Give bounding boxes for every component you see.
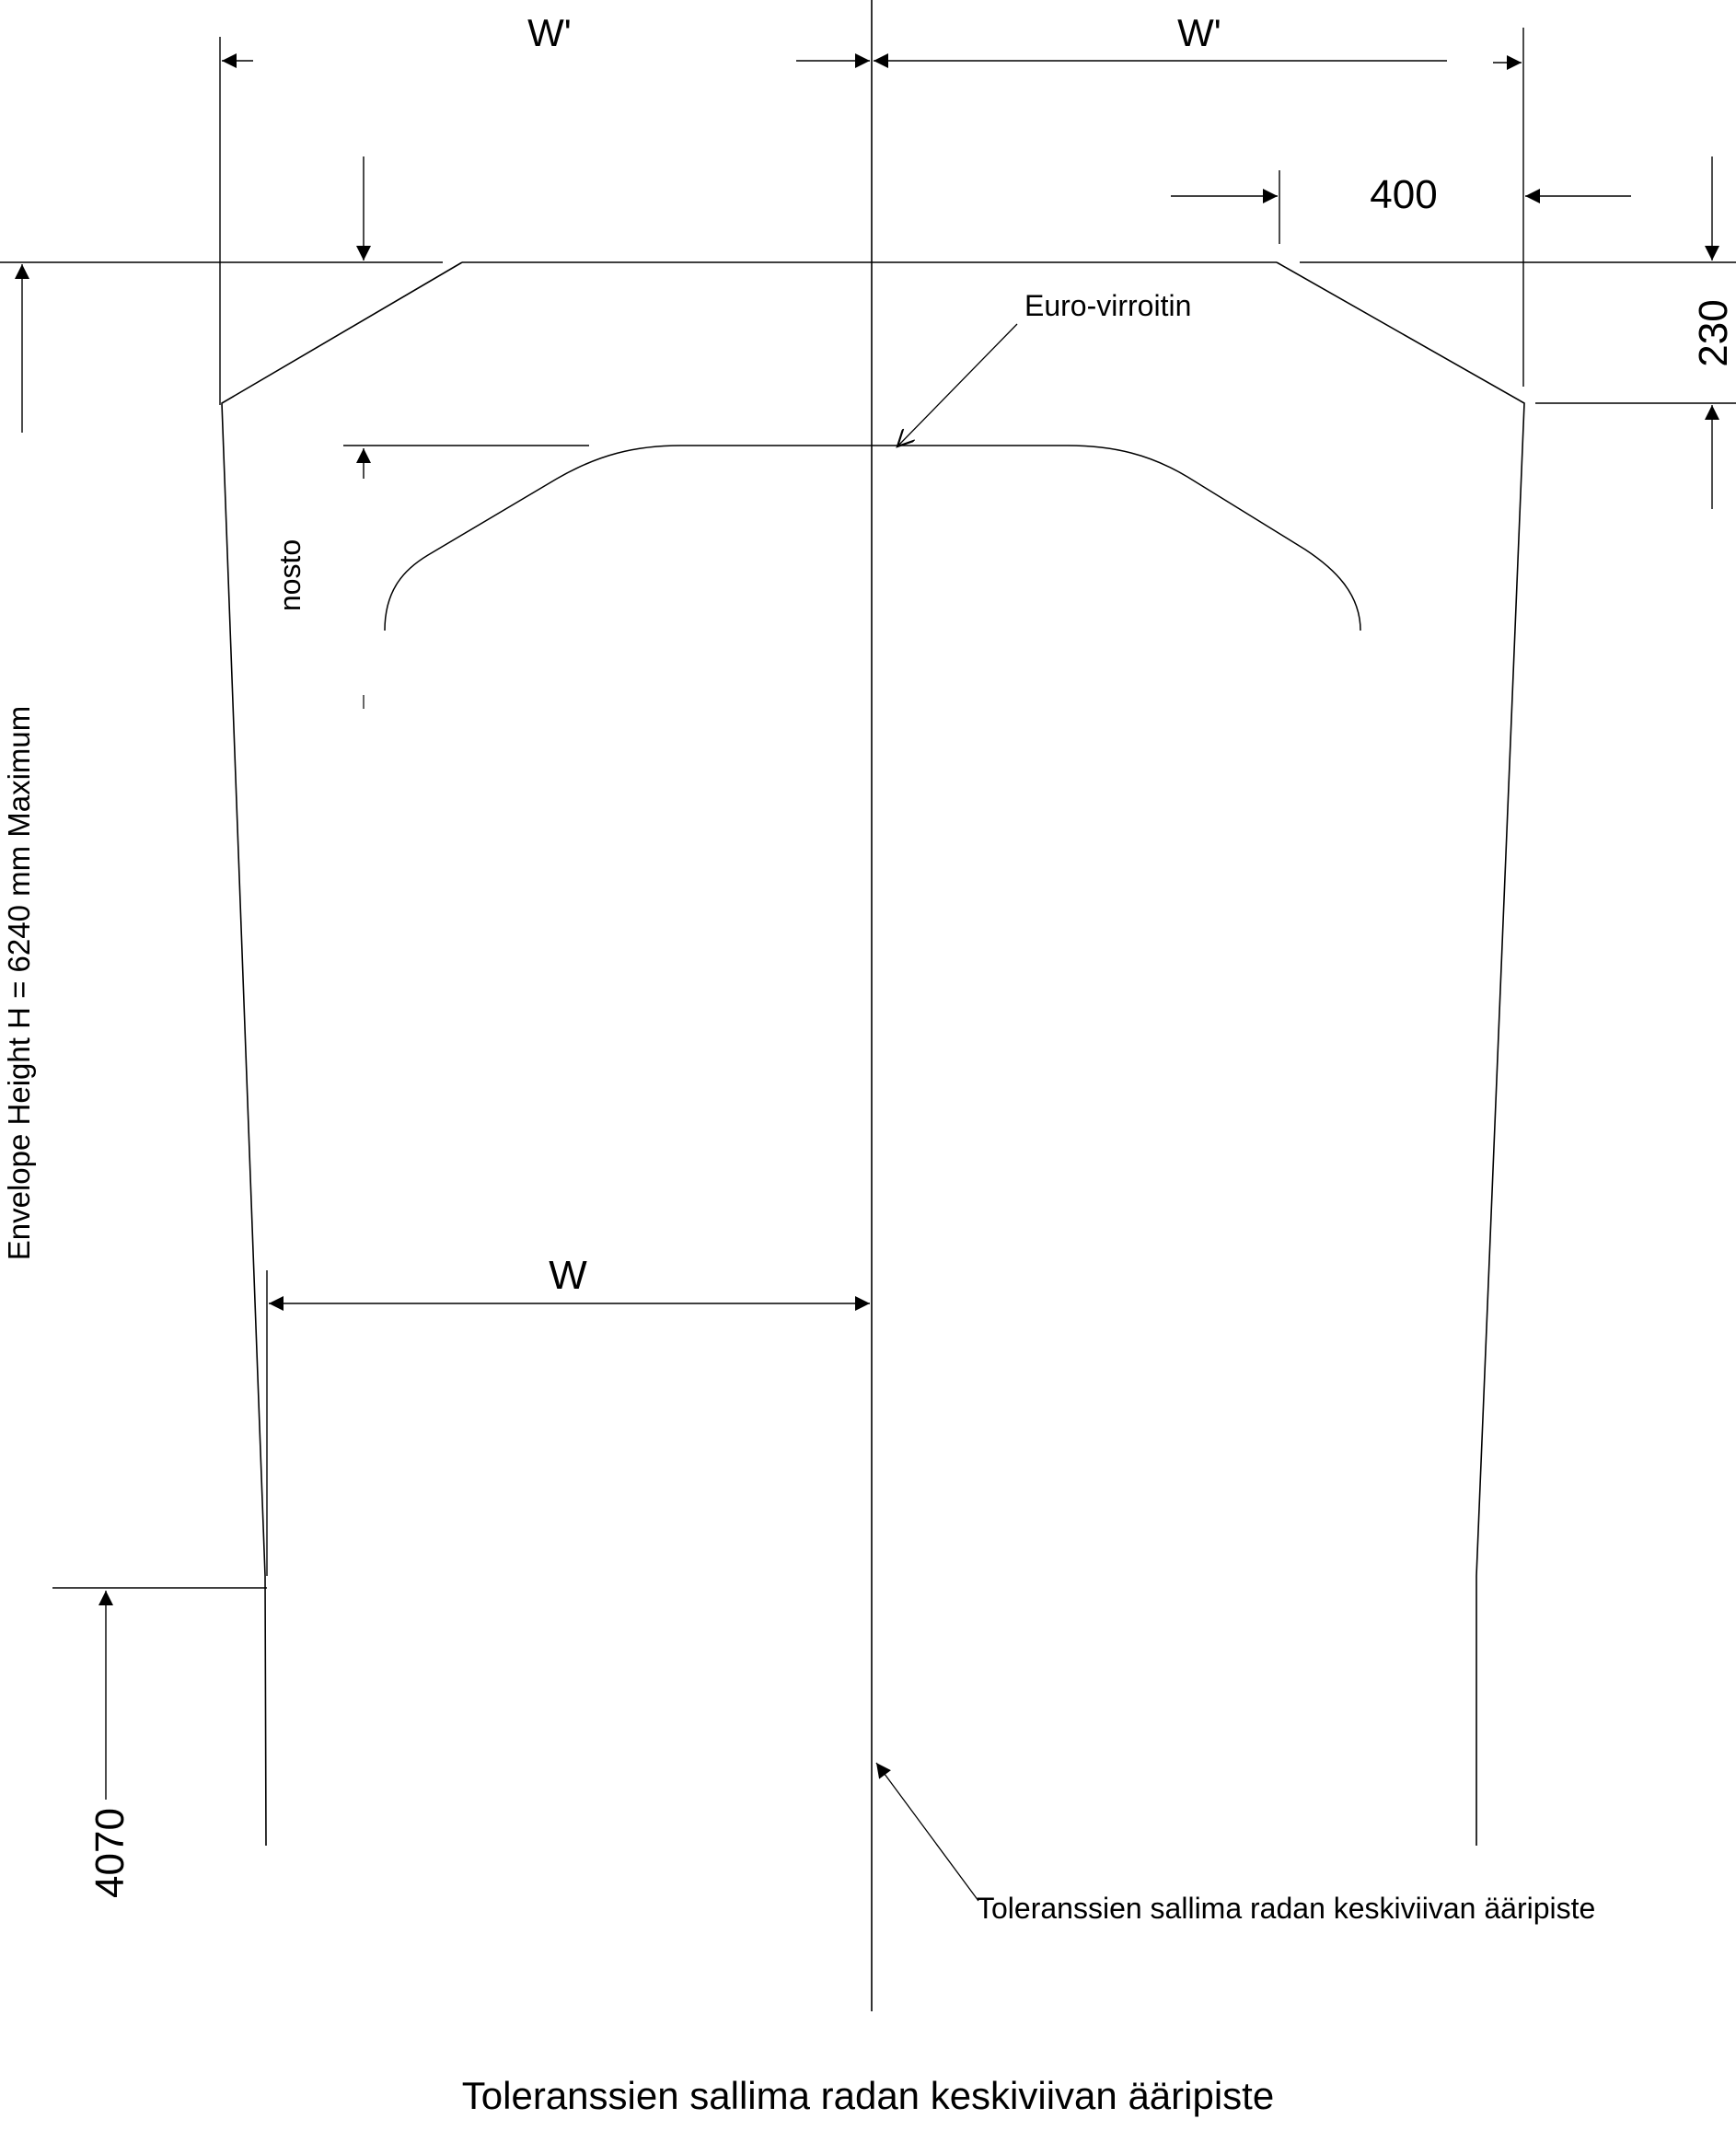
w-prime-right-label: W' — [1177, 11, 1221, 54]
nosto-label: nosto — [273, 539, 307, 611]
euro-pantograph-profile — [384, 445, 1361, 631]
centerline-note-leader — [875, 1762, 979, 1902]
dim-230-label: 230 — [1691, 299, 1736, 366]
envelope-outline-right — [1276, 261, 1525, 1846]
caption: Toleranssien sallima radan keskiviivan ä… — [462, 2074, 1274, 2117]
euro-pantograph-leader — [897, 323, 1018, 446]
dim-4070-label: 4070 — [87, 1808, 133, 1898]
envelope-height-label: Envelope Height H = 6240 mm Maximum — [2, 706, 36, 1261]
centerline-note-label: Toleranssien sallima radan keskiviivan ä… — [977, 1892, 1595, 1925]
w-label: W — [549, 1253, 587, 1298]
dim-400-label: 400 — [1370, 172, 1437, 217]
euro-pantograph-label: Euro-virroitin — [1024, 289, 1191, 322]
w-prime-left-label: W' — [527, 11, 572, 54]
envelope-outline-left — [221, 261, 463, 1847]
